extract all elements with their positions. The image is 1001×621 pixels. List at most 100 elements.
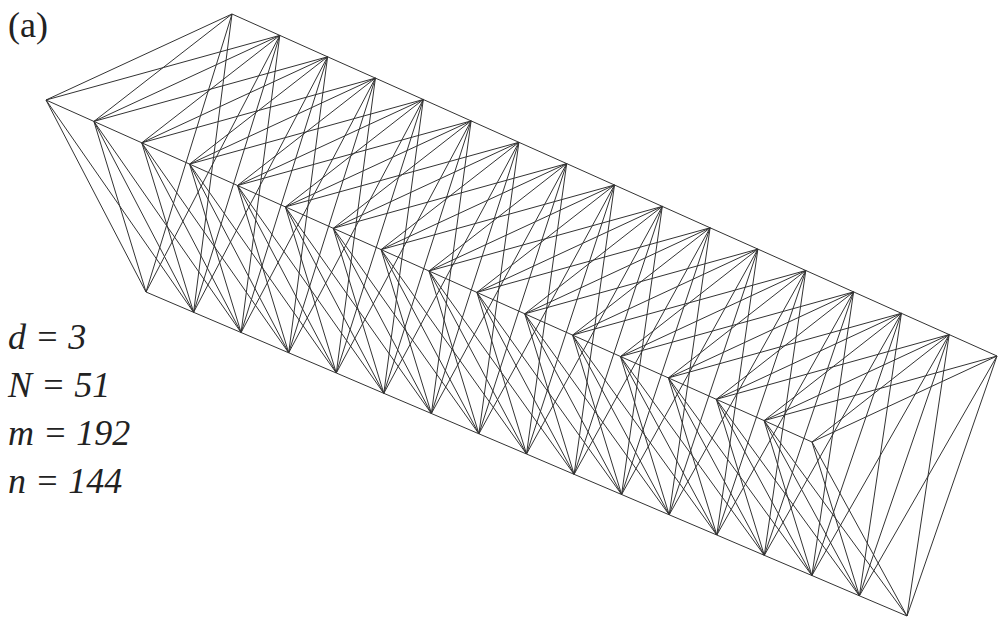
truss-member	[710, 228, 758, 249]
truss-member	[907, 356, 997, 616]
truss-member	[477, 228, 710, 293]
truss-member	[527, 206, 663, 454]
truss-member	[333, 228, 431, 413]
truss-member	[812, 442, 907, 616]
truss-member	[859, 335, 949, 596]
truss-member	[567, 164, 615, 185]
truss-member	[717, 271, 806, 536]
truss-member	[46, 100, 194, 312]
truss-member	[859, 356, 997, 596]
truss-member	[812, 335, 949, 576]
truss-member	[669, 249, 758, 515]
truss-member	[238, 100, 424, 186]
truss-member	[716, 335, 949, 400]
truss-member	[573, 335, 670, 515]
truss-member	[146, 35, 280, 292]
truss-member	[662, 206, 710, 227]
truss-member	[289, 78, 376, 353]
truss-member	[289, 100, 424, 353]
truss-member	[668, 313, 901, 378]
truss-member	[668, 378, 812, 576]
truss-member	[668, 378, 764, 555]
truss-member	[717, 292, 854, 535]
truss-member	[479, 185, 615, 434]
truss-member	[622, 228, 711, 495]
truss-member	[477, 292, 574, 474]
truss-member	[812, 313, 902, 575]
truss-member	[716, 399, 764, 555]
truss-member	[46, 14, 232, 100]
truss-member	[812, 442, 859, 596]
truss-member	[146, 14, 232, 292]
truss-member	[190, 164, 337, 373]
truss-member	[333, 164, 566, 229]
truss-member	[333, 228, 479, 433]
truss-member	[190, 100, 424, 165]
truss-member	[716, 399, 859, 596]
truss-member	[764, 421, 907, 616]
truss-member	[471, 121, 519, 142]
truss-member	[238, 121, 472, 186]
parameter-label: d = 3	[6, 318, 88, 358]
truss-member	[764, 292, 853, 555]
truss-member	[46, 100, 146, 292]
truss-member	[381, 250, 431, 414]
truss-member	[280, 35, 328, 56]
truss-member	[716, 313, 901, 399]
truss-member	[668, 292, 853, 378]
truss-member	[854, 292, 902, 313]
truss-member	[525, 228, 710, 314]
truss-member	[336, 121, 471, 373]
truss-member	[238, 186, 384, 394]
truss-member	[232, 14, 280, 35]
truss-member	[758, 249, 806, 270]
truss-member	[477, 292, 527, 454]
truss-member	[328, 57, 376, 78]
truss-member	[333, 142, 519, 228]
truss-member	[238, 186, 337, 374]
truss-member	[142, 57, 328, 143]
truss-member	[285, 207, 383, 393]
truss-member	[142, 143, 241, 333]
truss-member	[194, 57, 328, 312]
truss-member	[241, 57, 328, 333]
truss-member	[525, 314, 574, 475]
truss-member	[190, 164, 289, 353]
truss-member	[615, 185, 663, 206]
truss-member	[142, 78, 376, 143]
truss-member	[333, 228, 384, 393]
truss-member	[901, 313, 949, 334]
truss-member	[381, 250, 526, 454]
truss-member	[46, 35, 280, 100]
truss-member	[429, 206, 662, 271]
truss-member	[285, 207, 431, 414]
truss-member	[764, 421, 812, 442]
truss-member	[429, 271, 479, 434]
truss-member	[94, 57, 328, 122]
truss-member	[806, 271, 854, 292]
truss-member	[285, 121, 471, 207]
truss-member	[194, 35, 280, 312]
truss-member	[621, 357, 717, 536]
truss-member	[764, 421, 812, 576]
truss-member	[384, 142, 519, 393]
truss-member	[381, 250, 479, 434]
panel-label: (a)	[6, 6, 50, 46]
truss-member	[573, 271, 806, 336]
truss-member	[764, 421, 859, 596]
truss-member	[94, 121, 194, 312]
truss-member	[764, 356, 997, 421]
truss-member	[574, 206, 662, 474]
truss-member	[574, 228, 710, 474]
truss-member	[423, 100, 471, 121]
truss-member	[431, 164, 566, 414]
truss-member	[621, 271, 806, 357]
truss-member	[573, 335, 622, 494]
truss-member	[142, 143, 289, 353]
truss-member	[669, 271, 806, 515]
truss-member	[716, 399, 812, 575]
parameter-label: m = 192	[6, 414, 132, 454]
truss-member	[525, 314, 622, 495]
truss-member	[375, 78, 423, 99]
truss-member	[764, 313, 901, 555]
